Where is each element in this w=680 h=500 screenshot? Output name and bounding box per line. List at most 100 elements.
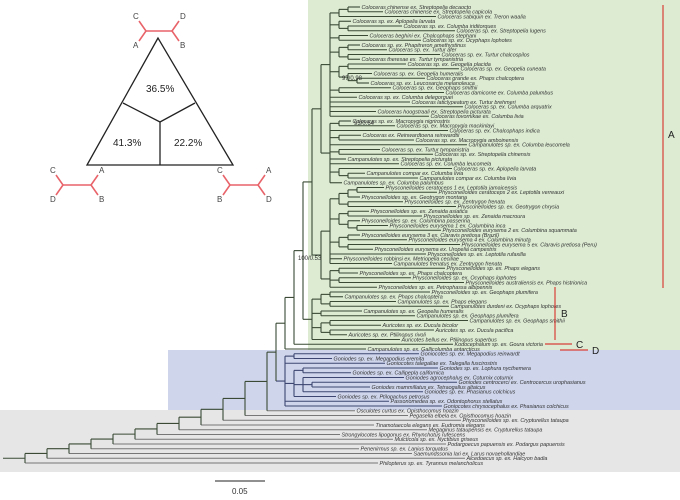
tip-label: Campanulotes compar ex. Columba livia <box>367 171 464 177</box>
tip-label: Goniodes sp. ex. Megapodius eremita <box>334 356 425 362</box>
quartet-tree-top: C A D B <box>133 12 186 50</box>
quartet-taxon-label: C <box>133 12 139 21</box>
tip-label: Coloceras sp. ex. Aplopelia larvata <box>454 166 537 172</box>
tip-label: Coloceras hoogstraali ex. Streptopelia p… <box>378 109 491 115</box>
tip-label: Goniodes sp. ex. Phasianus colchicus <box>425 390 516 396</box>
support-value: 93/0.64 <box>354 121 375 127</box>
tip-label: Physconelloides sp. ex. Geotrygon montan… <box>362 195 467 201</box>
tip-label: Saemundssonia lari ex. Larus novaehollan… <box>414 451 526 457</box>
tip-label: Penenirmus sp. ex. Lanius torquatus <box>361 447 449 453</box>
tip-label: Coloceras sp. ex. Macropygia mackinlayi <box>397 124 495 130</box>
tip-label: Physconelloides robbinsi ex. Metriopelia… <box>344 257 459 263</box>
tip-label: Tinamotaecola elegans ex. Eudromia elega… <box>376 423 486 429</box>
tip-label: Goniodes agrocephalus ex. Coturnix cotur… <box>406 375 514 381</box>
tip-label: Coloceras sp. ex. Ocyphaps lophotes <box>423 38 513 44</box>
tip-label: Goniocotes sp. ex. Megapodius reinwardt <box>421 352 521 358</box>
tip-label: Coloceras sp. ex. Macropygia amboinensis <box>416 138 519 144</box>
tip-label: Physconelloides australiensis ex. Phaps … <box>466 280 588 286</box>
tip-label: Physconelloides sp. ex. Ocyphaps lophote… <box>413 276 517 282</box>
tip-label: Physconelloides sp. ex. Zenaida asiatica <box>371 209 468 215</box>
tip-label: Physconelloides eurysema 2 ex. Columbina… <box>443 228 577 234</box>
tip-label: Physconelloides sp. ex. Leptotila rufaxi… <box>428 252 526 258</box>
tip-label: Coloceras grande ex. Phaps chalcoptera <box>427 76 524 82</box>
tip-label: Osculotes curtus ex. Opisthocomus hoazin <box>357 409 459 415</box>
tip-label: Goniodes centrocerci ex. Centrocercus ur… <box>459 380 586 386</box>
tip-label: Coloceras sp. ex. Geopelia cuneata <box>461 67 546 73</box>
tip-label: Goniocotes talegallae ex. Talegalla fusc… <box>387 361 498 367</box>
tip-label: Physconelloides sp. ex. Columbina passer… <box>362 219 470 225</box>
quartet-triangle <box>85 36 235 166</box>
tip-label: Megaginus tataupensis ex. Crypturellus t… <box>429 428 543 434</box>
tip-label: Coloceras sp. ex. Aplopelia larvata <box>353 19 436 25</box>
tip-label: Campanulotes durdeni ex. Ocyphaps lophot… <box>451 304 562 310</box>
tip-label: Campanulotes frenatus ex. Zentrygon fren… <box>394 261 502 267</box>
tip-label: Physconelloides sp. ex. Geotrygon chrysi… <box>458 204 560 210</box>
tip-label: Physconelloides ceratoceps 1 ex. Leptoti… <box>386 185 518 191</box>
tip-label: Strongylocotes lipogonus ex. Rhynchotus … <box>342 432 466 438</box>
tip-label: Coloceras sp. ex. Leucosarcia melanoleuc… <box>371 81 475 87</box>
quartet-taxon-label: B <box>217 195 222 204</box>
tip-label: Physconelloides ceratoceps 2 ex. Leptoti… <box>439 190 565 196</box>
tip-label: Physconelloides eurysema 4 ex. Columbina… <box>409 238 531 244</box>
tip-label: Coloceras sp. ex. Streptopelia lugens <box>457 29 547 35</box>
tip-label: Campanulotes compar ex. Columba livia <box>420 176 517 182</box>
tip-label: Campanulotes sp. ex. Gallicolumba antarc… <box>368 347 481 353</box>
tip-label: Goniodes sp. ex. Ptilopachus petrosus <box>338 394 430 400</box>
tip-label: Goniodes mammillatus ex. Tetraogallus al… <box>372 385 486 391</box>
tip-label: Kodocephalum sp. ex. Goura victoria <box>455 342 543 348</box>
tip-label: Campanulotes sp. ex. Geopelia humeralis <box>364 309 464 315</box>
tip-label: Physconelloides sp. ex. Petrophassa albi… <box>379 285 493 291</box>
clade-label-a: A <box>668 130 675 141</box>
tip-label: Physconelloides sp. ex. Zentrygon frenat… <box>405 200 505 206</box>
tip-label: Coloceras sp. ex. Turtur tympanistria <box>382 147 470 153</box>
tip-label: Coloceras sp. ex. Turtur afer <box>389 48 457 54</box>
tip-label: Coloceras sp. ex. Columba leucomela <box>401 162 492 168</box>
tip-label: Goniocotes chrysocephalus ex. Phasianus … <box>444 404 570 410</box>
clade-label-b: B <box>561 309 568 320</box>
tip-label: Coloceras theresae ex. Turtur tympanistr… <box>362 57 463 63</box>
tip-label: Auricotes sp. ex. Ducula bicolor <box>382 323 459 329</box>
tip-label: Campanulotes sp. ex. Geophaps smithii <box>470 318 566 324</box>
quartet-taxon-label: D <box>50 195 56 204</box>
quartet-left-percent: 41.3% <box>113 138 141 149</box>
tip-label: Physconelloides sp. ex. Phaps elegans <box>447 266 541 272</box>
tip-label: Campanulotes sp. ex. Streptopelia pictur… <box>348 157 453 163</box>
tip-label: Philopterus sp. ex. Tyrannus melancholic… <box>380 461 484 467</box>
quartet-taxon-label: A <box>133 41 139 50</box>
tip-label: Auricotes sp. ex. Ducula pacifica <box>435 328 514 334</box>
tip-label: Coloceras sabiquin ex. Treron waalia <box>438 14 526 20</box>
quartet-taxon-label: D <box>180 12 186 21</box>
tip-label: Coloceras tovornikae ex. Columba livia <box>431 114 524 120</box>
tip-label: Coloceras sp. ex. Geophaps smithii <box>393 86 479 92</box>
support-value: 97/0.98 <box>342 76 363 82</box>
tip-label: Physconelloides eurysema 1 ex. Columbina… <box>390 223 506 229</box>
quartet-taxon-label: D <box>266 195 272 204</box>
tip-label: Goniodes sp. ex. Callipepla californica <box>353 371 444 377</box>
tip-label: Physconelloides eurysema ex. Uropelia ca… <box>375 247 497 253</box>
quartet-right-percent: 22.2% <box>174 138 202 149</box>
quartet-taxon-label: B <box>180 41 185 50</box>
tip-label: Coloceras sp. ex. Columba arquatrix <box>465 105 552 111</box>
tree-branches <box>3 6 468 464</box>
tip-label: Alcedoecus sp. ex. Halcyon badia <box>466 456 548 462</box>
tip-label: Coloceras sp. ex. Streptopelia chinensis <box>435 152 531 158</box>
tip-label: Coloceras chinense ex. Streptopelia capi… <box>385 10 493 16</box>
quartet-taxon-label: A <box>99 166 105 175</box>
tip-label: Auricotes sp. ex. Ptilinopus rivoli <box>348 333 427 339</box>
tip-label: Coloceras chinense ex. Streptopelia deca… <box>362 5 472 11</box>
tip-label: Passonomedea sp. ex. Odontophorus stella… <box>391 399 503 405</box>
quartet-taxon-label: A <box>266 166 272 175</box>
tip-label: Coloceras damicorne ex. Columba palumbus <box>446 90 554 96</box>
tip-label: Coloceras sp. ex. Geopelia humeralis <box>374 71 464 77</box>
tip-label: Physconelloides sp. ex. Phaps chalcopter… <box>360 271 462 277</box>
tip-label: Campanulotes sp. ex. Geophaps plumifera <box>417 314 519 320</box>
quartet-top-percent: 36.5% <box>146 84 174 95</box>
tip-label: Campanulotes sp. ex. Phaps elegans <box>398 299 488 305</box>
tip-label: Coloceras beghini ex. Chalcophaps stepha… <box>370 33 477 39</box>
tip-label: Pegasella elbela ex. Opisthocomus hoazin <box>410 413 512 419</box>
tip-label: Coloceras sp. ex. Columba iriditorques <box>404 24 497 30</box>
quartet-taxon-label: C <box>50 166 56 175</box>
scale-bar-label: 0.05 <box>232 487 248 496</box>
